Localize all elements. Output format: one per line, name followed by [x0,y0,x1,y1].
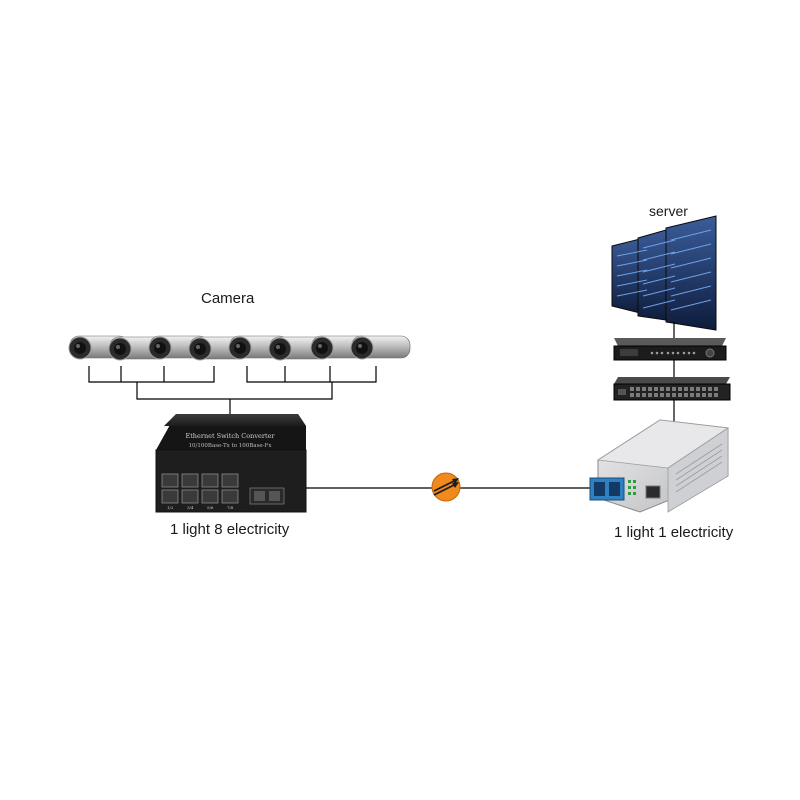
camera-icon [350,335,411,360]
fiber-connector-icon [431,472,461,502]
server-label: server [649,203,688,219]
right-device-label: 1 light 1 electricity [614,524,734,541]
camera-group [68,335,411,361]
media-converter-icon [589,419,730,513]
left-device-label: 1 light 8 electricity [170,521,290,538]
fiber-link [306,472,590,502]
port-label: 1/2 [167,505,174,510]
port-label: 3/4 [187,505,194,510]
port-label: 7/8 [227,505,234,510]
rj45-ports [161,473,239,504]
camera-wiring [88,366,377,416]
camera-label: Camera [201,290,255,307]
device-subtitle: 10/100Base-Tx to 100Base-Fx [189,443,273,449]
network-switch-icon [613,377,731,401]
rj45-port [645,485,661,499]
nvr-icon [613,338,727,361]
server-rack-icon [611,215,717,331]
device-title: Ethernet Switch Converter [185,432,275,440]
port-label: 5/6 [207,505,214,510]
switch-converter-icon: Ethernet Switch Converter 10/100Base-Tx … [155,414,307,513]
